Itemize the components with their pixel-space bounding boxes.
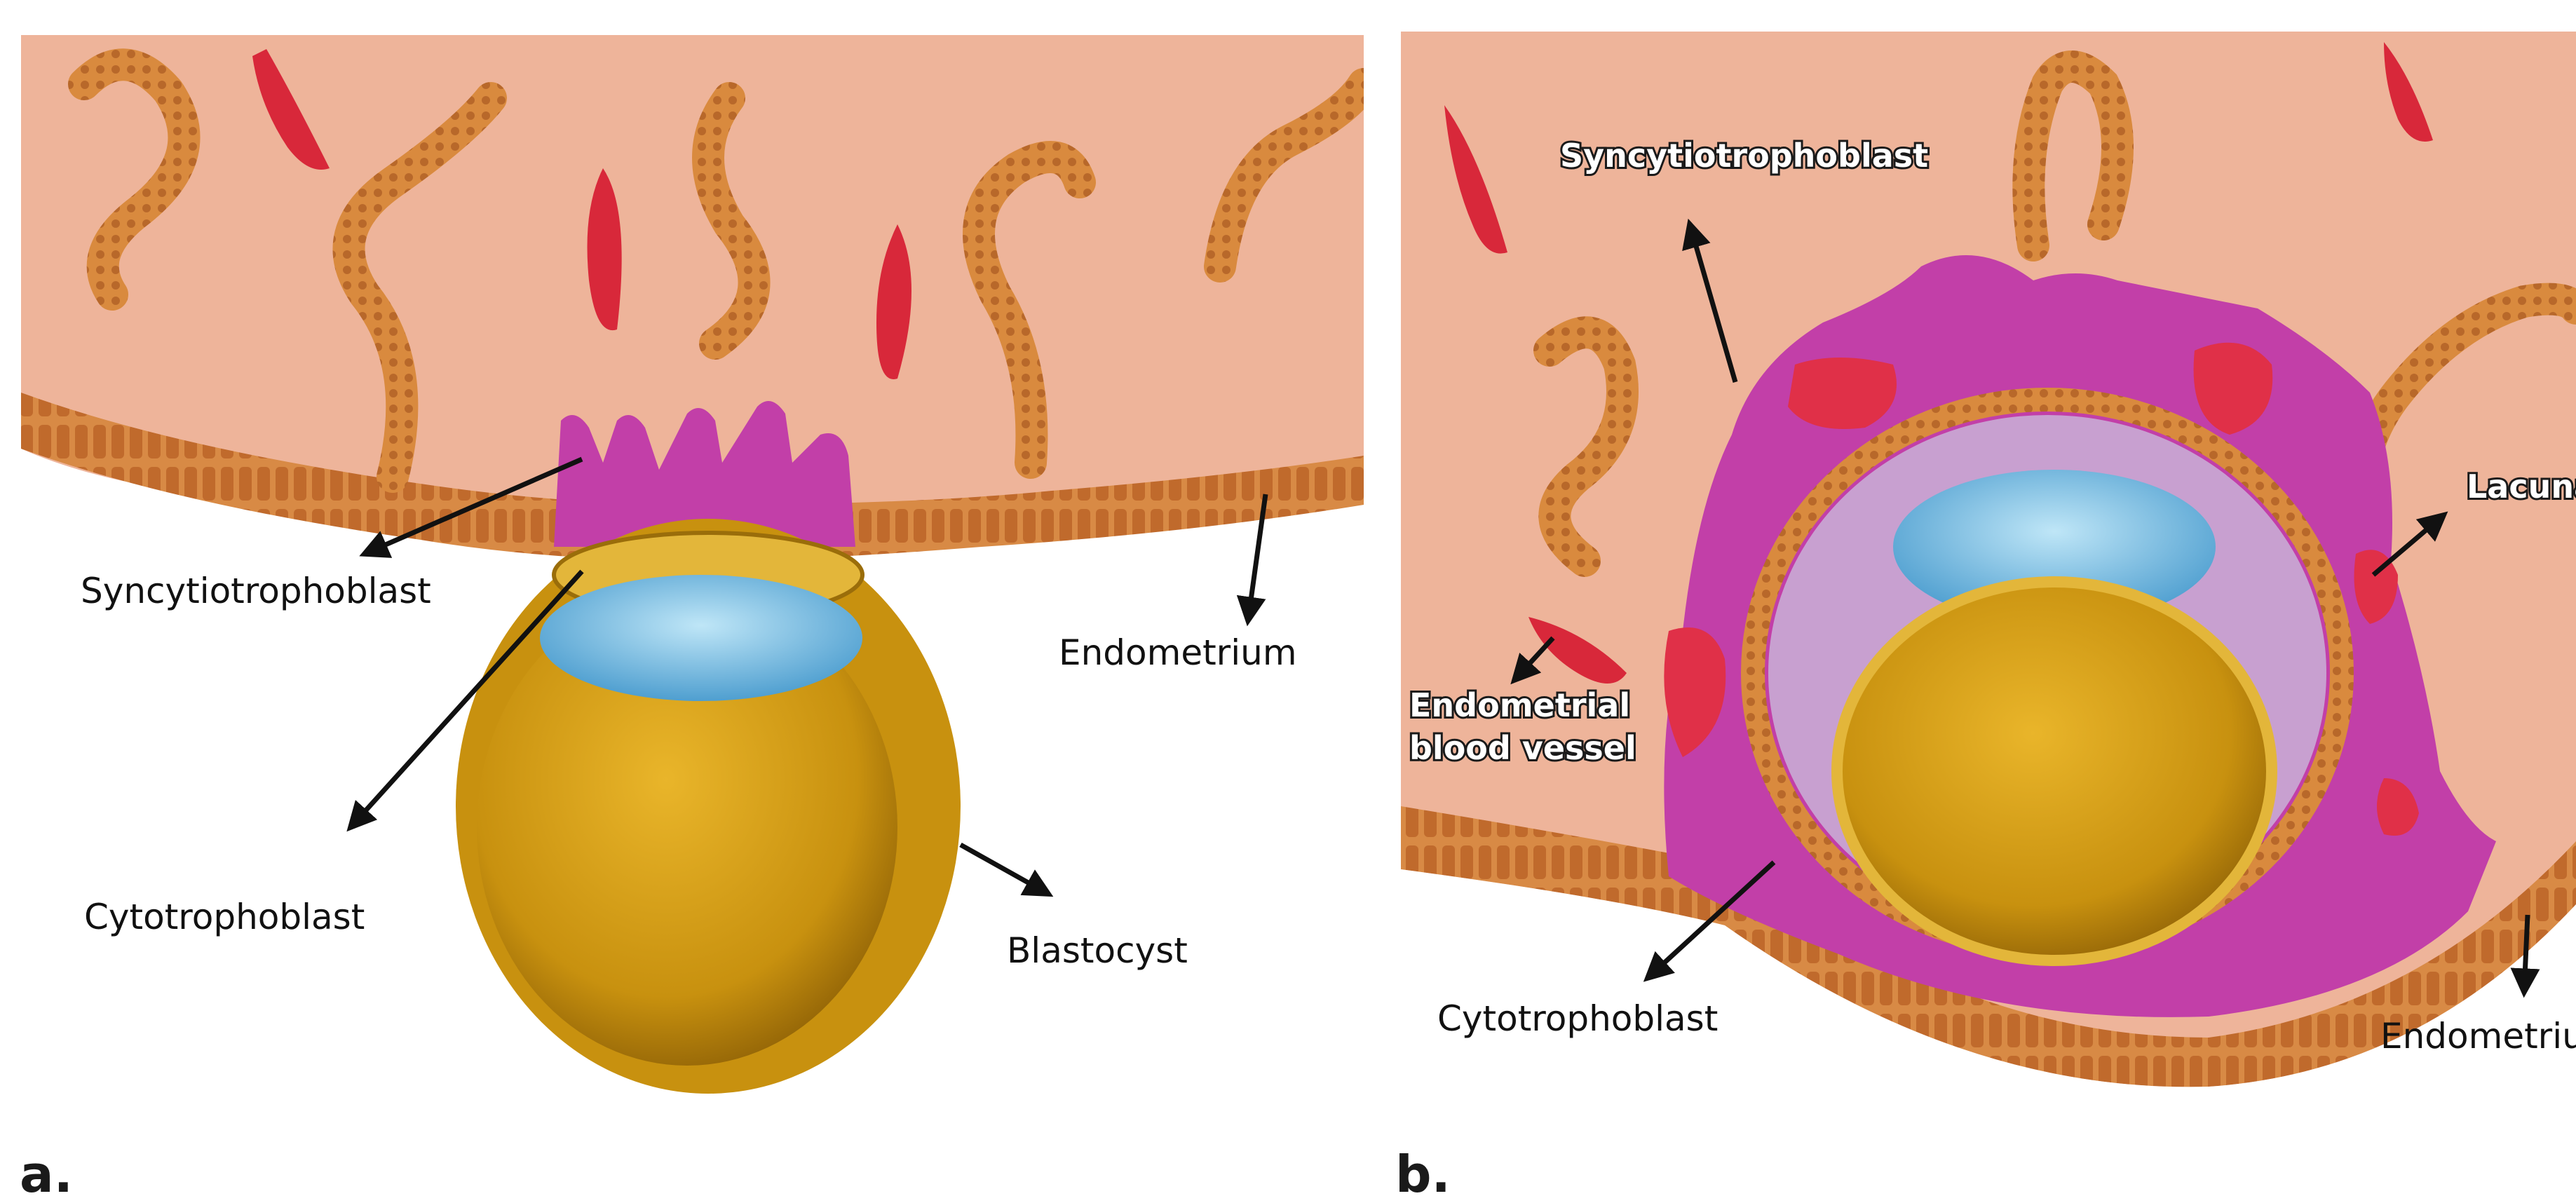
inner-cell-mass-a [540,575,862,701]
label-endometrium-b: Endometrium [2380,1016,2576,1056]
panel-letter-b: b. [1395,1145,1451,1196]
label-syncytiotrophoblast-b: Syncytiotrophoblast [1560,137,1928,175]
panel-letter-a: a. [20,1145,73,1196]
panel-a: Syncytiotrophoblast Cytotrophoblast Endo… [21,35,1364,1094]
arrow-blastocyst-a [961,845,1048,894]
label-cytotrophoblast-a: Cytotrophoblast [84,897,365,937]
label-blood-vessel-line2-b: blood vessel [1409,729,1636,767]
label-lacuna-b: Lacuna [2467,468,2576,505]
label-cytotrophoblast-b: Cytotrophoblast [1437,998,1718,1039]
panel-b: Syncytiotrophoblast Lacuna Endometrial b… [1401,32,2576,1097]
label-blastocyst-a: Blastocyst [1007,930,1188,971]
arrow-endometrium-b [2524,915,2528,992]
label-endometrium-a: Endometrium [1059,632,1297,673]
label-blood-vessel-line1-b: Endometrial [1409,686,1630,724]
label-syncytiotrophoblast-a: Syncytiotrophoblast [81,571,431,611]
yolk-sac-b [1837,582,2272,960]
